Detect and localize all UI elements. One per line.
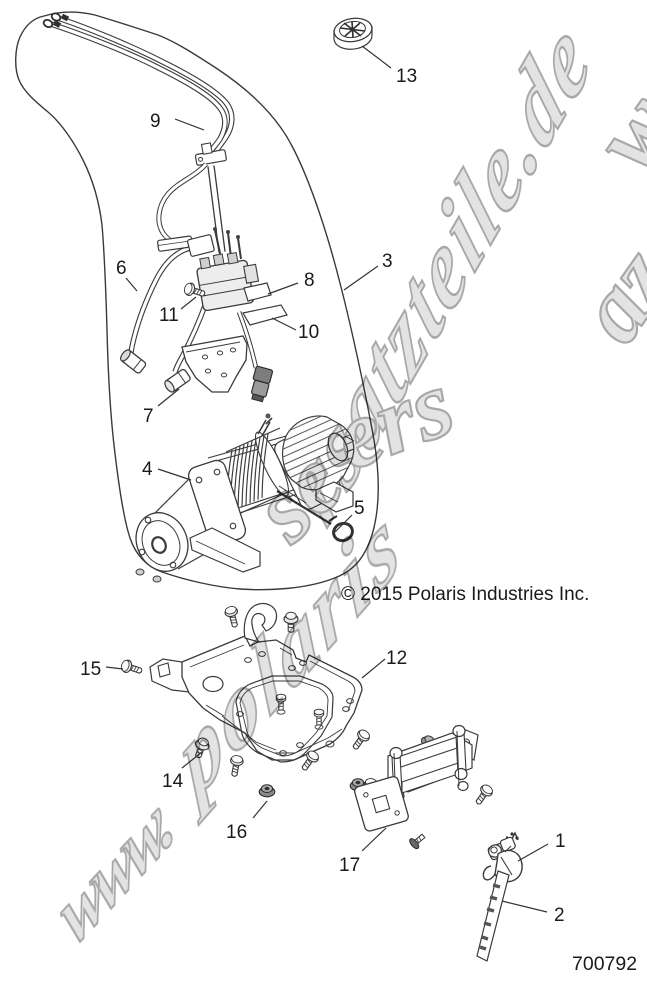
svg-text:13: 13 (396, 66, 417, 87)
svg-text:700792: 700792 (572, 953, 637, 975)
svg-text:1: 1 (555, 831, 566, 852)
svg-text:11: 11 (159, 305, 179, 326)
svg-text:15: 15 (80, 659, 101, 680)
svg-text:7: 7 (143, 406, 154, 427)
svg-text:6: 6 (116, 258, 127, 279)
svg-text:5: 5 (354, 498, 365, 519)
svg-text:4: 4 (142, 459, 153, 480)
svg-text:8: 8 (304, 270, 315, 291)
svg-text:www.: www. (49, 775, 179, 965)
svg-text:© 2015 Polaris Industries Inc.: © 2015 Polaris Industries Inc. (341, 584, 589, 605)
svg-text:12: 12 (386, 648, 407, 669)
svg-text:2: 2 (554, 905, 565, 926)
svg-text:3: 3 (382, 251, 393, 272)
svg-text:az: az (556, 229, 647, 360)
svg-text:14: 14 (162, 771, 184, 792)
svg-text:9: 9 (150, 111, 161, 132)
svg-text:17: 17 (339, 855, 360, 876)
svg-text:10: 10 (298, 322, 319, 343)
svg-text:16: 16 (226, 822, 247, 843)
